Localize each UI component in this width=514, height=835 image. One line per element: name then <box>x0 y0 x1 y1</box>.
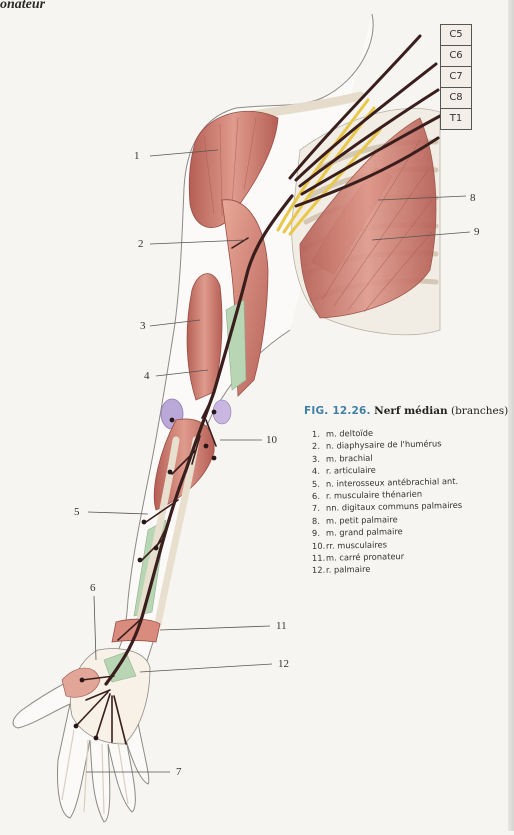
legend-item: 12.r. palmaire <box>311 564 371 576</box>
figure-caption: FIG. 12.26. Nerf médian (branches) 1.m. … <box>304 404 510 577</box>
fingers <box>61 729 129 815</box>
root-c6: C6 <box>440 45 472 66</box>
root-c7: C7 <box>440 66 472 87</box>
callout-2: 2 <box>138 238 144 250</box>
root-t1: T1 <box>440 108 472 130</box>
caption-title: FIG. 12.26. Nerf médian (branches) <box>304 404 510 418</box>
nerve-nodes <box>73 409 217 741</box>
corner-title: onateur <box>0 0 46 12</box>
callout-5: 5 <box>74 506 80 518</box>
callout-10: 10 <box>266 434 277 446</box>
callout-12: 12 <box>278 658 289 670</box>
figure-number: FIG. 12.26. <box>304 405 371 417</box>
thenar-muscles <box>61 667 101 698</box>
callout-11: 11 <box>276 620 287 632</box>
pectoralis-major <box>299 117 437 319</box>
nerve-roots <box>288 34 442 208</box>
figure-title: Nerf médian <box>374 405 448 417</box>
legend-list: 1.m. deltoïde 2.n. diaphysaire de l'humé… <box>312 428 510 577</box>
callout-7: 7 <box>176 766 182 778</box>
spinal-root-labels: C5 C6 C7 C8 T1 <box>440 24 472 130</box>
callout-3: 3 <box>140 320 146 332</box>
callout-4: 4 <box>144 370 150 382</box>
brachialis <box>186 273 223 401</box>
callout-8: 8 <box>470 192 476 204</box>
figure-subtitle: (branches) <box>450 405 509 417</box>
callout-1: 1 <box>134 150 140 162</box>
callout-9: 9 <box>474 226 480 238</box>
page-edge <box>508 0 514 831</box>
root-c8: C8 <box>440 87 472 108</box>
root-c5: C5 <box>440 24 472 45</box>
nerve-branches <box>75 237 249 745</box>
callout-6: 6 <box>90 582 96 594</box>
leader-lines <box>86 149 471 773</box>
median-nerve <box>104 194 294 686</box>
